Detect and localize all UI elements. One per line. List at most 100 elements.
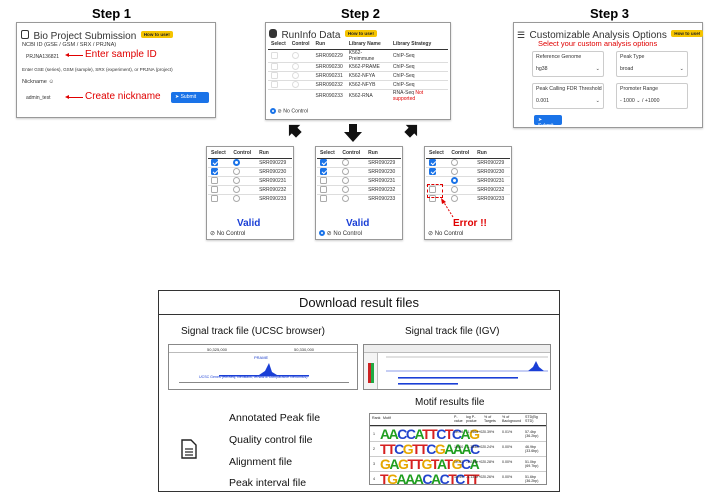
control-radio[interactable] xyxy=(342,159,350,166)
control-radio[interactable] xyxy=(233,159,241,166)
select-checkbox[interactable] xyxy=(429,168,436,175)
gene-label: PRAME xyxy=(254,355,269,360)
no-control-option[interactable]: ⊘ No Control xyxy=(319,230,362,237)
control-radio[interactable] xyxy=(291,63,299,70)
options-subtitle: Select your custom analysis options xyxy=(538,39,658,48)
how-to-use-button[interactable]: How to use! xyxy=(140,31,173,39)
select-checkbox[interactable] xyxy=(429,159,436,166)
table-row: SRR090229 K562-Preimmune ChIP-Seq xyxy=(268,48,448,62)
control-radio[interactable] xyxy=(451,168,459,175)
no-control-option[interactable]: ⊘ No Control xyxy=(270,108,308,114)
column-header: Motif xyxy=(383,416,391,420)
submit-button[interactable]: ➤ Submit xyxy=(534,115,562,129)
select-checkbox[interactable] xyxy=(320,177,327,184)
how-to-use-button[interactable]: How to use! xyxy=(344,30,377,38)
select-checkbox[interactable] xyxy=(429,195,436,203)
ucsc-track-title: Signal track file (UCSC browser) xyxy=(181,326,325,337)
select-checkbox[interactable] xyxy=(211,177,218,184)
column-header: STD(Bg STD) xyxy=(525,415,538,423)
table-row: SRR090231 K562-NFYA ChIP-Seq xyxy=(268,70,448,80)
control-radio[interactable] xyxy=(233,195,241,203)
select-checkbox[interactable] xyxy=(429,186,436,193)
chevron-down-icon: ⌄ xyxy=(595,98,600,104)
control-radio[interactable] xyxy=(233,186,241,193)
control-radio[interactable] xyxy=(342,177,350,184)
control-radio[interactable] xyxy=(451,195,459,203)
no-control-radio[interactable] xyxy=(319,230,325,237)
library-cell: K562-RNA xyxy=(345,88,390,102)
ncbi-id-input[interactable]: PRJNA136821 xyxy=(22,51,64,62)
select-checkbox[interactable] xyxy=(271,52,278,59)
column-header: Control xyxy=(448,149,475,159)
column-header: P-value xyxy=(454,415,463,423)
database-icon xyxy=(21,30,29,40)
alignment-file: Alignment file xyxy=(229,456,293,468)
std-cell: 51.0bp (69.7bp) xyxy=(525,460,539,468)
promoter-range-select[interactable]: - 1000 ⌄ / +1000 xyxy=(620,98,660,104)
select-checkbox[interactable] xyxy=(211,186,218,193)
control-radio[interactable] xyxy=(291,72,299,79)
panel-title: RunInfo Data xyxy=(281,30,341,41)
select-checkbox[interactable] xyxy=(320,159,327,166)
step2-title: Step 2 xyxy=(341,6,381,21)
reference-genome-select[interactable]: hg38⌄ xyxy=(536,66,600,72)
no-control-option[interactable]: ⊘ No Control xyxy=(428,231,464,237)
select-checkbox[interactable] xyxy=(320,186,327,193)
targets-cell: 0.24% xyxy=(484,445,495,449)
ban-icon: ⊘ xyxy=(277,108,282,115)
how-to-use-button[interactable]: How to use! xyxy=(671,30,704,38)
ban-icon: ⊘ xyxy=(428,231,434,237)
control-radio[interactable] xyxy=(233,177,241,184)
chevron-down-icon: ⌄ xyxy=(636,98,641,104)
table-row: SRR090232 xyxy=(317,184,401,194)
arrow-icon xyxy=(67,97,83,98)
motif-logo: TGAAACACTCTT xyxy=(380,471,480,485)
select-checkbox[interactable] xyxy=(320,195,327,203)
submit-button[interactable]: ➤ Submit xyxy=(171,92,209,103)
select-checkbox[interactable] xyxy=(271,63,278,70)
select-checkbox[interactable] xyxy=(320,168,327,175)
library-cell: K562-Preimmune xyxy=(345,48,390,62)
std-cell: 51.6bp (36.2bp) xyxy=(525,475,539,483)
arrow-head-icon xyxy=(65,53,69,57)
select-checkbox[interactable] xyxy=(429,177,436,184)
control-radio[interactable] xyxy=(451,159,459,166)
library-cell: K562-NFYB xyxy=(345,79,390,89)
column-header: Run xyxy=(256,149,292,159)
control-radio[interactable] xyxy=(291,81,299,88)
strategy-cell: ChIP-Seq xyxy=(389,79,448,89)
control-radio[interactable] xyxy=(233,168,241,175)
arrow-icons xyxy=(288,124,418,142)
fdr-threshold-select[interactable]: 0.001⌄ xyxy=(536,98,600,104)
select-checkbox[interactable] xyxy=(271,72,278,79)
control-radio[interactable] xyxy=(291,52,299,59)
select-checkbox[interactable] xyxy=(271,81,278,88)
control-radio[interactable] xyxy=(451,186,459,193)
no-control-radio[interactable] xyxy=(270,108,276,114)
std-cell: 57.4bp (36.2bp) xyxy=(525,430,539,438)
column-header: Control xyxy=(230,149,257,159)
nickname-input[interactable]: admin_test xyxy=(22,92,64,103)
analysis-options-panel: ☰ Customizable Analysis Options How to u… xyxy=(513,22,704,129)
control-radio[interactable] xyxy=(342,195,350,203)
select-checkbox[interactable] xyxy=(211,195,218,203)
quality-control-file: Quality control file xyxy=(229,434,313,446)
no-control-option[interactable]: ⊘ No Control xyxy=(210,231,246,237)
control-radio[interactable] xyxy=(342,168,350,175)
control-radio[interactable] xyxy=(451,177,459,184)
select-checkbox[interactable] xyxy=(211,159,218,166)
table-row: SRR090229 xyxy=(208,157,292,167)
select-checkbox[interactable] xyxy=(211,168,218,175)
peak-type-select[interactable]: broad⌄ xyxy=(620,66,684,72)
targets-cell: 0.28% xyxy=(484,460,495,464)
runinfo-table: Select Control Run Library Name Library … xyxy=(268,40,448,102)
strategy-cell: RNA-Seq Not supported xyxy=(389,88,448,102)
p-value-cell: 1e-60 xyxy=(454,445,464,449)
strategy-cell: ChIP-Seq xyxy=(389,70,448,80)
column-header: Rank xyxy=(372,416,381,420)
table-row: SRR090229 xyxy=(426,157,510,167)
control-radio[interactable] xyxy=(342,186,350,193)
background-cell: 0.01% xyxy=(502,430,513,434)
library-cell: K562-NFYA xyxy=(345,70,390,80)
